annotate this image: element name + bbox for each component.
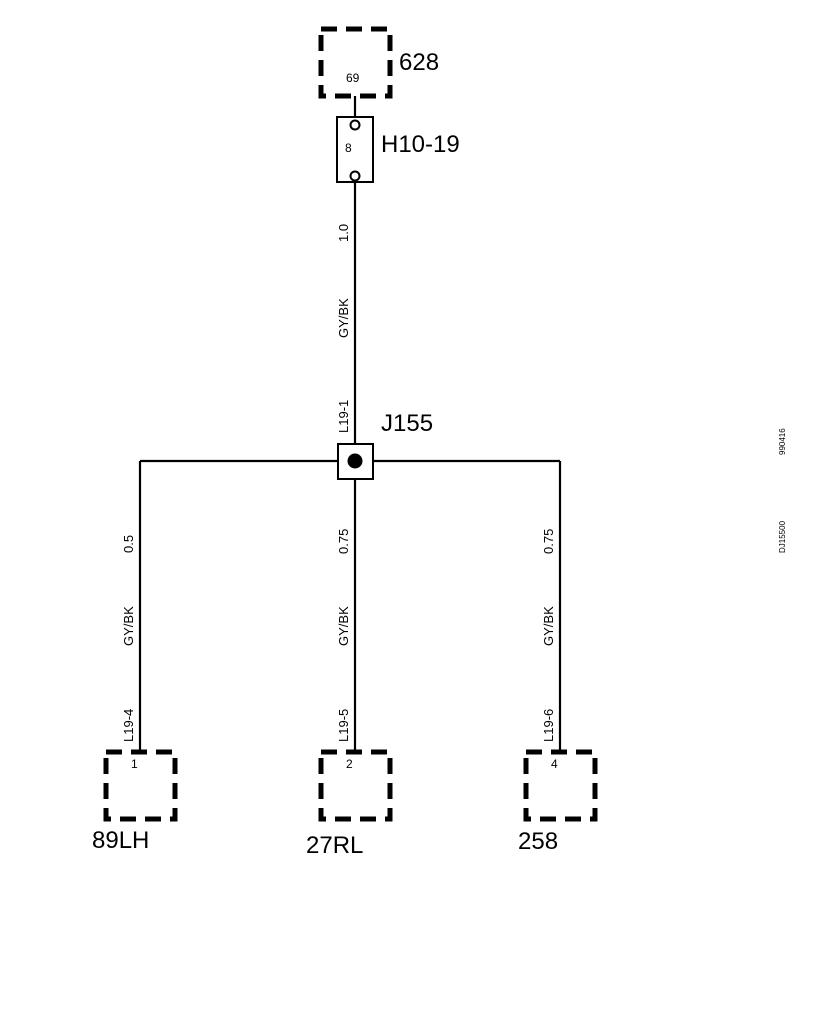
component-258-box (523, 749, 598, 822)
component-258-pin: 4 (551, 757, 558, 771)
wire-right-color: GY/BK (541, 606, 556, 646)
component-89lh-pin: 1 (131, 757, 138, 771)
connector-pin: 8 (345, 141, 352, 155)
connector-bottom-terminal-icon (349, 170, 361, 182)
component-628-pin: 69 (346, 71, 360, 85)
junction-node-icon (347, 453, 363, 469)
wire-mid-color: GY/BK (336, 606, 351, 646)
connector-label: H10-19 (381, 131, 460, 158)
wire-right-size: 0.75 (541, 529, 556, 554)
component-27rl-box (318, 749, 393, 822)
component-89lh-box (103, 749, 178, 822)
wire-mid-id: L19-5 (336, 709, 351, 742)
wire-left-size: 0.5 (121, 535, 136, 553)
wire-main-color: GY/BK (336, 298, 351, 338)
wire-left-color: GY/BK (121, 606, 136, 646)
junction-label: J155 (381, 410, 433, 437)
wire-right-id: L19-6 (541, 709, 556, 742)
component-89lh-label: 89LH (92, 827, 149, 854)
side-code-drawing: DJ15500 (778, 520, 787, 553)
component-27rl-label: 27RL (306, 832, 363, 859)
wire-main-id: L19-1 (336, 400, 351, 433)
wire-left-id: L19-4 (121, 709, 136, 742)
side-code-date: 990416 (778, 428, 787, 455)
connector-top-terminal-icon (349, 119, 361, 131)
wire-main-size: 1.0 (336, 224, 351, 242)
component-628-box (318, 26, 393, 99)
component-258-label: 258 (518, 828, 558, 855)
component-27rl-pin: 2 (346, 757, 353, 771)
wire-mid-size: 0.75 (336, 529, 351, 554)
component-628-label: 628 (399, 49, 439, 76)
